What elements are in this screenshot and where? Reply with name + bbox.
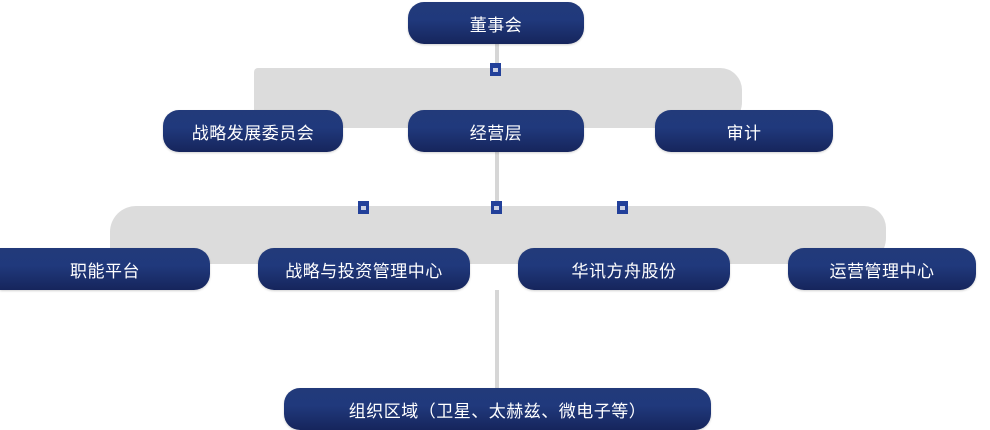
node-huaxun-fangzhou[interactable]: 华讯方舟股份 <box>518 248 730 290</box>
node-operation-center[interactable]: 运营管理中心 <box>788 248 976 290</box>
node-strategy-investment-center[interactable]: 战略与投资管理中心 <box>258 248 470 290</box>
node-audit[interactable]: 审计 <box>655 110 833 152</box>
node-board-label: 董事会 <box>469 15 523 36</box>
node-org-regions-label: 组织区域（卫星、太赫兹、微电子等） <box>348 401 647 422</box>
node-strategy-committee[interactable]: 战略发展委员会 <box>163 110 343 152</box>
connector-line-huaxun-to-regions <box>495 290 499 388</box>
junction-marker-level3-center <box>491 201 502 214</box>
junction-marker-level3-right <box>617 201 628 214</box>
node-audit-label: 审计 <box>726 123 762 144</box>
node-org-regions[interactable]: 组织区域（卫星、太赫兹、微电子等） <box>284 388 711 430</box>
junction-marker-level3-left <box>358 201 369 214</box>
node-board[interactable]: 董事会 <box>408 2 584 44</box>
node-function-platform[interactable]: 职能平台 <box>0 248 210 290</box>
connector-line-management-to-level3 <box>495 152 499 208</box>
node-management-label: 经营层 <box>469 123 523 144</box>
junction-marker-level2-center <box>490 63 501 76</box>
connector-band-level3 <box>110 206 886 264</box>
node-strategy-investment-center-label: 战略与投资管理中心 <box>285 261 443 282</box>
node-huaxun-fangzhou-label: 华讯方舟股份 <box>571 261 677 282</box>
node-strategy-committee-label: 战略发展委员会 <box>191 123 315 144</box>
node-operation-center-label: 运营管理中心 <box>829 261 935 282</box>
node-function-platform-label: 职能平台 <box>70 261 140 282</box>
node-management[interactable]: 经营层 <box>408 110 584 152</box>
connector-line-board-to-level2 <box>495 44 499 70</box>
